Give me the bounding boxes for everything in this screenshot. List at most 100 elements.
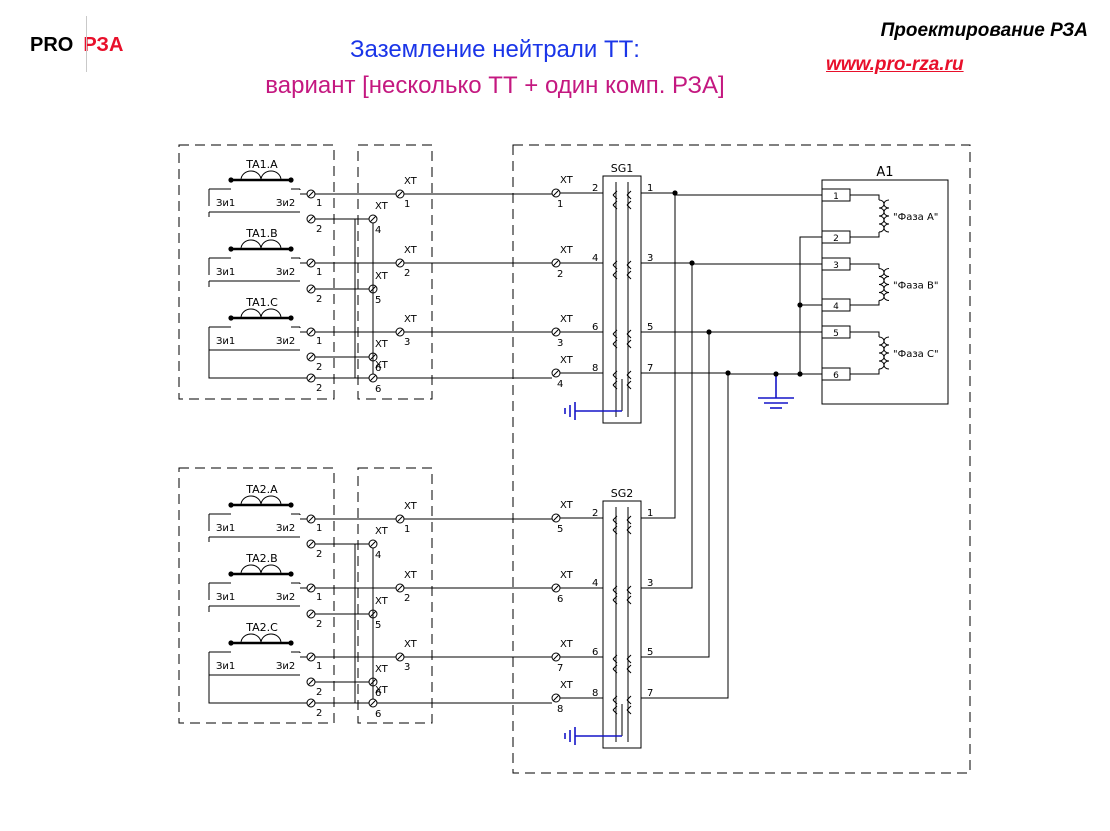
ct-terminal-number: 1 — [316, 661, 322, 672]
ct-terminal-label-s1: Зи1 — [216, 336, 235, 347]
switch-contact — [612, 525, 632, 535]
relay-winding-lead — [850, 263, 880, 269]
switch-sg1-box — [602, 175, 642, 424]
ct-label: TA1.C — [245, 296, 278, 309]
ground-icon — [564, 727, 576, 745]
relay-pin-label: 4 — [833, 302, 839, 312]
xt-label: XT — [375, 339, 389, 350]
relay-winding-lead — [850, 194, 880, 200]
ct-terminal-number: 2 — [316, 708, 322, 719]
switch-pin-left: 6 — [592, 322, 598, 333]
terminal-slash — [308, 375, 314, 381]
ct-terminal-number: 2 — [316, 549, 322, 560]
wire-switch-to-bus — [641, 373, 729, 699]
switch-label: SG2 — [611, 487, 634, 500]
terminal-slash — [308, 585, 314, 591]
switch-pin-left: 4 — [592, 253, 598, 264]
switch-pin-right: 1 — [647, 183, 653, 194]
terminal-slash — [308, 700, 314, 706]
relay-phase-label: "Фаза А" — [893, 212, 938, 223]
xt-number: 5 — [375, 295, 381, 306]
terminal-slash — [308, 654, 314, 660]
xt-number: 6 — [375, 363, 381, 374]
relay-winding-secondary — [883, 268, 890, 301]
xt-label: XT — [375, 360, 389, 371]
terminal-slash — [553, 370, 559, 376]
ct-box-group-2 — [178, 467, 335, 724]
title-line1: Заземление нейтрали ТТ: — [350, 36, 640, 63]
terminal-slash — [553, 260, 559, 266]
relay-phase-label: "Фаза С" — [893, 349, 939, 360]
relay-a1-label: A1 — [876, 165, 893, 180]
junction-dot — [228, 571, 234, 577]
switch-pin-left: 6 — [592, 647, 598, 658]
ct-winding — [240, 633, 282, 644]
wire-switch-to-bus — [641, 332, 710, 658]
ct-terminal-label-s2: Зи2 — [276, 267, 295, 278]
terminal-slash — [308, 354, 314, 360]
title-line2: вариант [несколько ТТ + один комп. РЗА] — [265, 72, 725, 99]
ct-terminal-number: 1 — [316, 336, 322, 347]
xt-number: 6 — [375, 688, 381, 699]
switch-contact — [612, 339, 632, 349]
panel-xt-number: 2 — [557, 269, 563, 280]
ct-terminal-number: 2 — [316, 383, 322, 394]
ct-terminal-number: 2 — [316, 619, 322, 630]
xt-number: 6 — [375, 384, 381, 395]
relay-winding-primary — [878, 199, 885, 233]
xt-number: 3 — [404, 337, 410, 348]
relay-winding-lead — [850, 300, 880, 306]
panel-xt-number: 5 — [557, 524, 563, 535]
relay-a1-box — [821, 179, 949, 405]
terminal-slash — [553, 585, 559, 591]
switch-contact — [612, 595, 632, 605]
ct-label: TA1.B — [245, 227, 277, 240]
ct-label: TA2.B — [245, 552, 277, 565]
junction-dot — [228, 177, 234, 183]
switch-contact — [612, 695, 632, 705]
terminal-slash — [553, 515, 559, 521]
xt-number: 2 — [404, 593, 410, 604]
terminal-slash — [397, 329, 403, 335]
terminal-slash — [553, 654, 559, 660]
xt-label: XT — [375, 271, 389, 282]
switch-contact — [612, 705, 632, 715]
ct-winding — [240, 170, 282, 181]
ct-terminal-label-s1: Зи1 — [216, 661, 235, 672]
ct-terminal-label-s2: Зи2 — [276, 336, 295, 347]
switch-contact — [612, 200, 632, 210]
switch-contact — [612, 190, 632, 200]
xt-label: XT — [404, 245, 418, 256]
terminal-slash — [553, 695, 559, 701]
ct-terminal-number: 2 — [316, 294, 322, 305]
xt-number: 5 — [375, 620, 381, 631]
junction-dot — [725, 370, 731, 376]
ct-winding — [240, 495, 282, 506]
ct-terminal-number: 1 — [316, 198, 322, 209]
ct-terminal-label-s1: Зи1 — [216, 267, 235, 278]
switch-pin-left: 8 — [592, 363, 598, 374]
ct-winding — [240, 564, 282, 575]
panel-xt-label: XT — [560, 175, 574, 186]
junction-dot — [288, 502, 294, 508]
switch-pin-left: 4 — [592, 578, 598, 589]
panel-xt-number: 4 — [557, 379, 563, 390]
ct-terminal-label-s2: Зи2 — [276, 592, 295, 603]
terminal-slash — [308, 541, 314, 547]
relay-winding-lead — [850, 232, 880, 238]
relay-panel — [512, 144, 971, 774]
ct-terminal-number: 2 — [316, 687, 322, 698]
ct-terminal-label-s1: Зи1 — [216, 198, 235, 209]
brand-name: Проектирование РЗА — [880, 20, 1088, 41]
ct-neutral-return — [208, 657, 307, 704]
junction-box-group-1 — [357, 144, 433, 400]
terminal-slash — [553, 190, 559, 196]
xt-label: XT — [375, 664, 389, 675]
terminal-slash — [308, 329, 314, 335]
terminal-slash — [370, 700, 376, 706]
brand-url[interactable]: www.pro-rza.ru — [826, 54, 964, 75]
relay-neutral-wire — [799, 236, 822, 374]
logo-pro: PRO — [30, 34, 74, 56]
terminal-slash — [397, 191, 403, 197]
